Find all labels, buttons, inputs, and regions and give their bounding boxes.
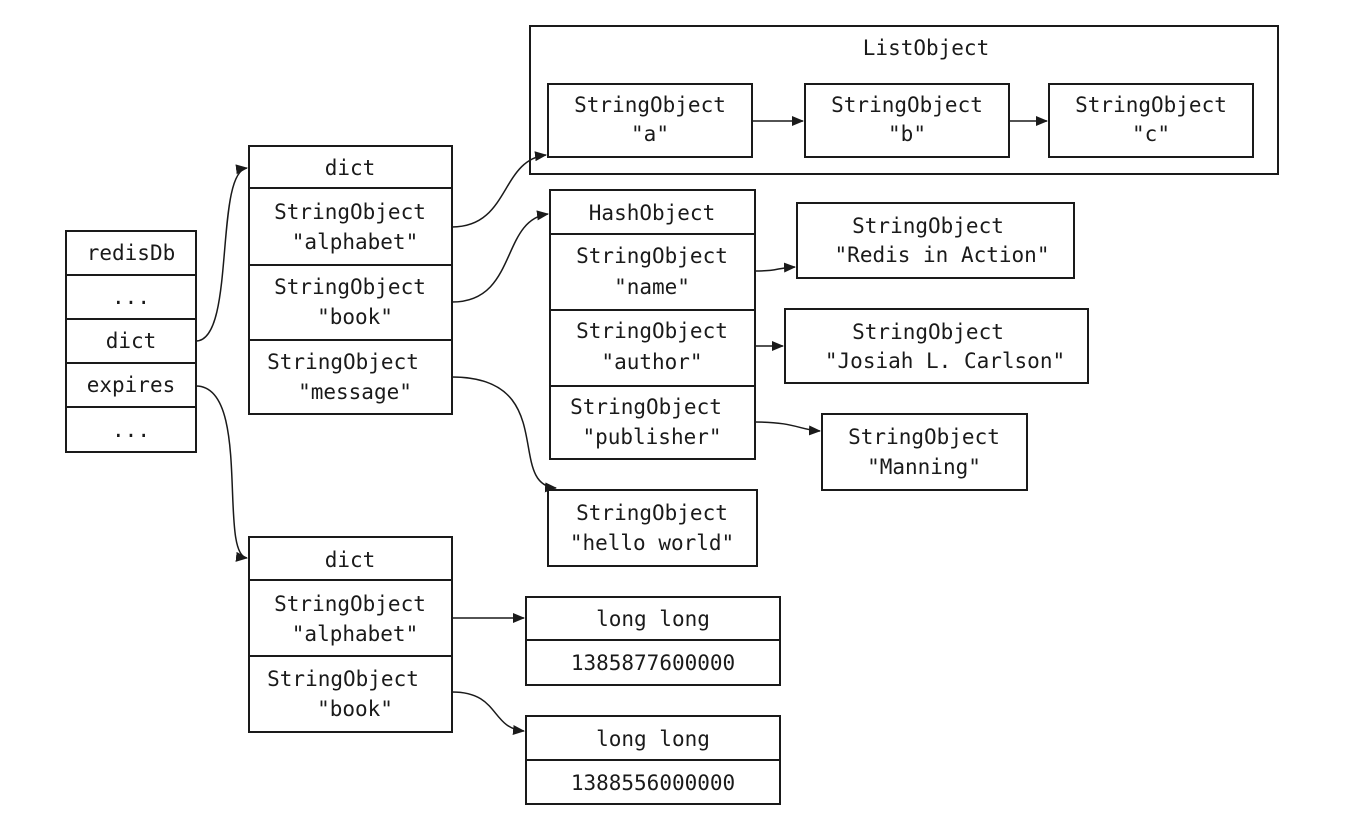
dict-main-key-alphabet-type: StringObject <box>274 200 426 224</box>
message-value-value: "hello world" <box>570 531 734 555</box>
redisdb-struct: redisDb ... dict expires ... <box>65 230 197 453</box>
hash-value-publisher: StringObject "Manning" <box>821 413 1028 491</box>
redisdb-ellipsis2-label: ... <box>112 418 150 442</box>
arrow-alphabet-to-list <box>451 151 547 228</box>
dict-expires-header-cell <box>248 536 453 581</box>
list-item-c-value: "c" <box>1132 122 1170 146</box>
redisdb-header-label: redisDb <box>87 241 176 265</box>
hash-field-name-value: "name" <box>614 275 690 299</box>
connectors <box>195 116 1048 736</box>
arrow-book-to-hash <box>451 210 549 303</box>
expire-value-alphabet-type: long long <box>596 607 710 631</box>
expire-value-book-type: long long <box>596 727 710 751</box>
hash-field-author <box>549 309 756 387</box>
arrow-expire-book-to-long <box>451 691 525 736</box>
dict-main-header-label: dict <box>325 156 376 180</box>
redisdb-ellipsis2-cell <box>65 406 197 453</box>
hash-value-name-value: "Redis in Action" <box>835 243 1050 267</box>
expire-value-book-type-cell <box>525 715 781 761</box>
list-item-c-type: StringObject <box>1075 93 1227 117</box>
expire-value-alphabet: long long 1385877600000 <box>525 596 781 686</box>
expire-value-alphabet-value: 1385877600000 <box>571 651 735 675</box>
dict-main-key-book-type: StringObject <box>274 275 426 299</box>
arrow-redisdb-expires-to-dict <box>195 385 248 562</box>
hash-value-author-type: StringObject <box>852 320 1004 344</box>
hash-field-publisher <box>549 385 756 460</box>
message-value-cell <box>547 489 758 567</box>
dict-main-key-message <box>248 339 453 415</box>
hash-value-name-cell <box>796 202 1075 279</box>
dict-expires-key-alphabet <box>248 579 453 657</box>
dict-expires-key-book-type: StringObject <box>267 667 419 691</box>
list-item-b-value: "b" <box>888 122 926 146</box>
hash-value-name-type: StringObject <box>852 214 1004 238</box>
message-value: StringObject "hello world" <box>547 489 758 567</box>
expire-value-book: long long 1388556000000 <box>525 715 781 805</box>
dict-expires: dict StringObject "alphabet" StringObjec… <box>248 536 453 733</box>
dict-main-key-book-value: "book" <box>317 305 393 329</box>
redisdb-expires-cell <box>65 362 197 408</box>
dict-expires-key-alphabet-value: "alphabet" <box>292 622 418 646</box>
hash-value-publisher-cell <box>821 413 1028 491</box>
hash-field-publisher-value: "publisher" <box>582 425 721 449</box>
list-object: ListObject StringObject "a" StringObject… <box>529 25 1279 175</box>
dict-expires-key-book <box>248 655 453 733</box>
hash-field-author-type: StringObject <box>576 319 728 343</box>
dict-main-key-book <box>248 264 453 341</box>
expire-value-book-value: 1388556000000 <box>571 771 735 795</box>
hash-value-author-value: "Josiah L. Carlson" <box>825 349 1065 373</box>
list-object-label: ListObject <box>863 36 989 60</box>
redisdb-header-cell <box>65 230 197 276</box>
arrow-name-to-value <box>754 262 796 273</box>
arrow-redisdb-dict-to-dict <box>195 164 248 342</box>
dict-expires-key-alphabet-type: StringObject <box>274 592 426 616</box>
hash-value-author-cell <box>784 308 1089 384</box>
redisdb-dict-label: dict <box>106 329 157 353</box>
message-value-type: StringObject <box>576 501 728 525</box>
list-item-b <box>804 83 1010 158</box>
dict-main-header-cell <box>248 145 453 189</box>
dict-main-key-message-value: "message" <box>298 380 412 404</box>
dict-main: dict StringObject "alphabet" StringObjec… <box>248 145 453 415</box>
redisdb-expires-label: expires <box>87 373 176 397</box>
hash-field-author-value: "author" <box>601 350 702 374</box>
dict-expires-key-book-value: "book" <box>317 697 393 721</box>
hash-field-publisher-type: StringObject <box>570 395 722 419</box>
hash-value-name: StringObject "Redis in Action" <box>796 202 1075 279</box>
list-item-b-type: StringObject <box>831 93 983 117</box>
arrow-message-to-hello <box>451 376 557 493</box>
dict-expires-header-label: dict <box>325 548 376 572</box>
hash-value-author: StringObject "Josiah L. Carlson" <box>784 308 1089 384</box>
list-item-c <box>1048 83 1254 158</box>
list-item-a-type: StringObject <box>574 93 726 117</box>
dict-main-key-alphabet-value: "alphabet" <box>292 230 418 254</box>
hash-object: HashObject StringObject "name" StringObj… <box>549 189 756 460</box>
hash-value-publisher-value: "Manning" <box>867 455 981 479</box>
arrow-publisher-to-value <box>754 421 821 436</box>
hash-object-header-cell <box>549 189 756 235</box>
hash-field-name-type: StringObject <box>576 244 728 268</box>
hash-value-publisher-type: StringObject <box>848 425 1000 449</box>
expire-value-alphabet-value-cell <box>525 639 781 686</box>
redisdb-ellipsis-cell <box>65 274 197 320</box>
dict-main-key-message-type: StringObject <box>267 350 419 374</box>
expire-value-book-value-cell <box>525 759 781 805</box>
hash-object-header-label: HashObject <box>589 201 715 225</box>
redisdb-ellipsis-label: ... <box>112 285 150 309</box>
list-item-a-value: "a" <box>631 122 669 146</box>
